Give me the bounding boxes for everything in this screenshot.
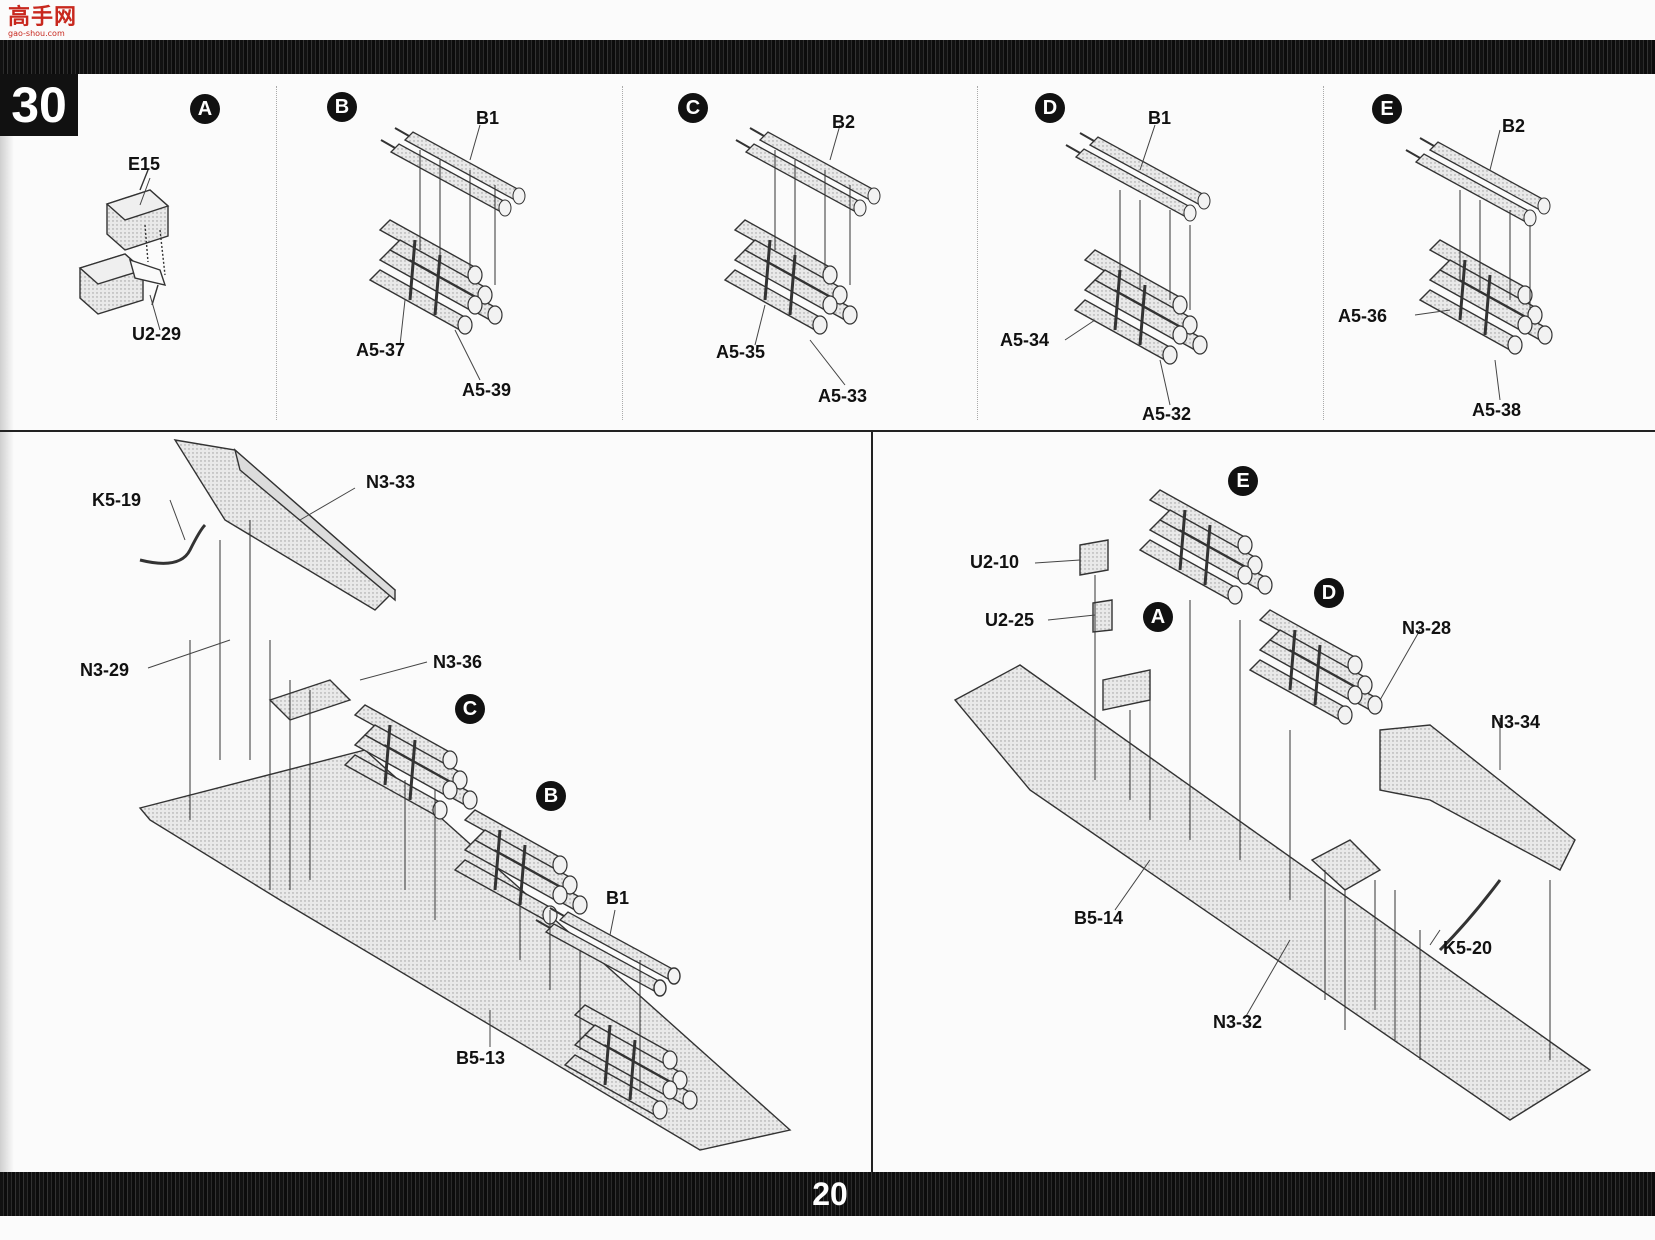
part-label: A5-32 <box>1142 404 1192 424</box>
part-label: N3-29 <box>80 660 130 680</box>
panel-separator <box>622 86 623 420</box>
subassembly-d-badge: D <box>1035 93 1065 123</box>
part-label: U2-29 <box>132 324 182 344</box>
part-label: N3-34 <box>1491 712 1541 732</box>
logo-mark: 高手网 <box>8 5 78 30</box>
site-logo: 高手网 gao-shou.com <box>8 6 78 38</box>
drawing-e <box>1405 137 1554 356</box>
part-label: A5-35 <box>716 342 766 362</box>
leader-lines <box>139 124 1501 1047</box>
panel-separator <box>276 86 277 420</box>
part-label: N3-33 <box>366 472 416 492</box>
section-divider-vertical <box>871 432 873 1172</box>
footer-band <box>0 1172 1655 1216</box>
part-label: B1 <box>1148 108 1172 128</box>
part-label: B1 <box>606 888 630 908</box>
part-label: N3-28 <box>1402 618 1452 638</box>
callout-a-badge: A <box>1143 602 1173 632</box>
part-label: N3-36 <box>433 652 483 672</box>
part-label: K5-19 <box>92 490 142 510</box>
drawing-a <box>78 169 170 315</box>
subassembly-b-badge: B <box>327 92 357 122</box>
part-label: K5-20 <box>1443 938 1493 958</box>
callout-c-badge: C <box>455 694 485 724</box>
part-label: A5-39 <box>462 380 512 400</box>
part-label: A5-33 <box>818 386 868 406</box>
drawing-b <box>368 127 526 336</box>
subassembly-e-badge: E <box>1372 94 1402 124</box>
drawing-d <box>1065 132 1211 366</box>
drawing-c <box>723 127 881 336</box>
part-label: B5-13 <box>456 1048 506 1068</box>
part-label: U2-25 <box>985 610 1035 630</box>
part-label: A5-38 <box>1472 400 1522 420</box>
header-band <box>0 40 1655 74</box>
step-number: 30 <box>0 74 78 136</box>
part-label: E15 <box>128 154 161 174</box>
part-label: B2 <box>832 112 856 132</box>
part-label: A5-36 <box>1338 306 1388 326</box>
part-label: B5-14 <box>1074 908 1124 928</box>
page-number: 20 <box>812 1176 848 1212</box>
callout-d-badge: D <box>1314 578 1344 608</box>
part-label: B2 <box>1502 116 1526 136</box>
part-label: B1 <box>476 108 500 128</box>
right-assembly-drawing <box>953 488 1592 1121</box>
part-label: U2-10 <box>970 552 1020 572</box>
panel-separator <box>977 86 978 420</box>
part-label: N3-32 <box>1213 1012 1263 1032</box>
panel-separator <box>1323 86 1324 420</box>
left-assembly-drawing <box>138 439 792 1151</box>
part-label: A5-34 <box>1000 330 1050 350</box>
subassembly-a-badge: A <box>190 94 220 124</box>
subassembly-c-badge: C <box>678 93 708 123</box>
callout-b-badge: B <box>536 781 566 811</box>
callout-e-badge: E <box>1228 466 1258 496</box>
binding-shadow <box>0 74 14 1172</box>
logo-subtext: gao-shou.com <box>8 29 65 38</box>
section-divider-horizontal <box>0 430 1655 432</box>
part-label: A5-37 <box>356 340 406 360</box>
